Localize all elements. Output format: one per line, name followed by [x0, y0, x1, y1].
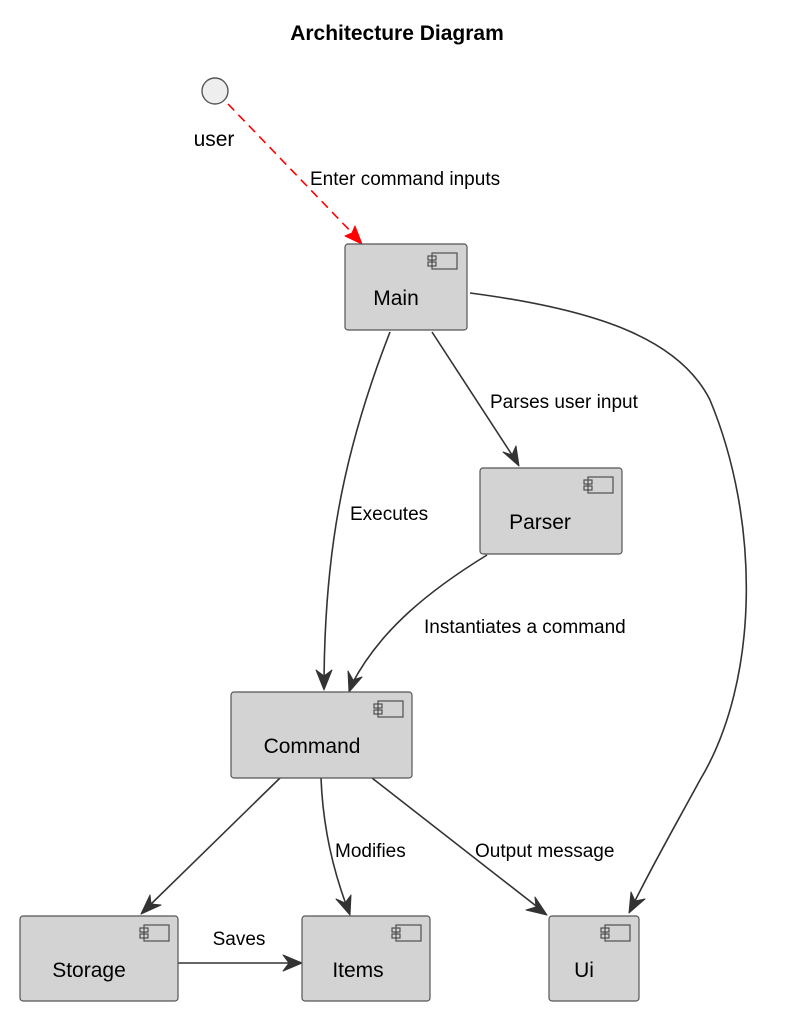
arrowhead-icon	[335, 894, 352, 916]
edge-label-main-parser: Parses user input	[490, 392, 639, 413]
component-label-main: Main	[373, 287, 419, 310]
component-command: Command	[230, 691, 413, 779]
component-icon	[139, 924, 170, 942]
edge-command-storage	[140, 777, 281, 915]
edge-label-main-command: Executes	[350, 504, 428, 525]
edge-main-command: Executes	[315, 331, 428, 691]
user-actor-label: user	[194, 128, 235, 151]
component-icon	[600, 924, 631, 942]
component-label-storage: Storage	[52, 959, 126, 982]
component-icon	[373, 700, 404, 718]
edge-parser-command: Instantiates a command	[347, 554, 626, 693]
edge-main-ui	[469, 292, 748, 914]
edge-user-main: Enter command inputs	[227, 103, 500, 245]
component-label-parser: Parser	[509, 511, 571, 534]
arrowhead-icon	[282, 954, 303, 972]
component-label-items: Items	[332, 959, 383, 982]
component-icon	[427, 252, 458, 270]
arrowhead-icon	[525, 896, 548, 916]
edge-label-command-items: Modifies	[335, 841, 406, 862]
diagram-title: Architecture Diagram	[290, 22, 504, 45]
arrowhead-icon	[344, 225, 363, 245]
component-storage: Storage	[19, 915, 179, 1002]
edge-label-storage-items: Saves	[213, 929, 266, 950]
component-parser: Parser	[479, 467, 623, 555]
component-label-command: Command	[264, 735, 361, 758]
component-icon	[391, 924, 422, 942]
user-actor-icon	[201, 77, 229, 105]
arrowhead-icon	[502, 445, 520, 467]
edge-label-command-ui: Output message	[475, 841, 614, 862]
arrowhead-icon	[347, 670, 363, 693]
user-actor: user	[194, 77, 235, 151]
edge-storage-items: Saves	[178, 929, 303, 972]
component-items: Items	[301, 915, 431, 1002]
edge-command-items: Modifies	[320, 777, 406, 916]
edge-label-user-main: Enter command inputs	[310, 169, 500, 190]
arrowhead-icon	[628, 891, 646, 914]
arrowhead-icon	[315, 669, 333, 691]
component-main: Main	[344, 243, 468, 331]
component-ui: Ui	[548, 915, 640, 1002]
edge-main-parser: Parses user input	[431, 331, 639, 467]
edge-command-ui: Output message	[371, 777, 614, 916]
component-label-ui: Ui	[574, 959, 594, 982]
edge-label-parser-command: Instantiates a command	[424, 617, 626, 638]
component-icon	[583, 476, 614, 494]
arrowhead-icon	[140, 894, 162, 915]
